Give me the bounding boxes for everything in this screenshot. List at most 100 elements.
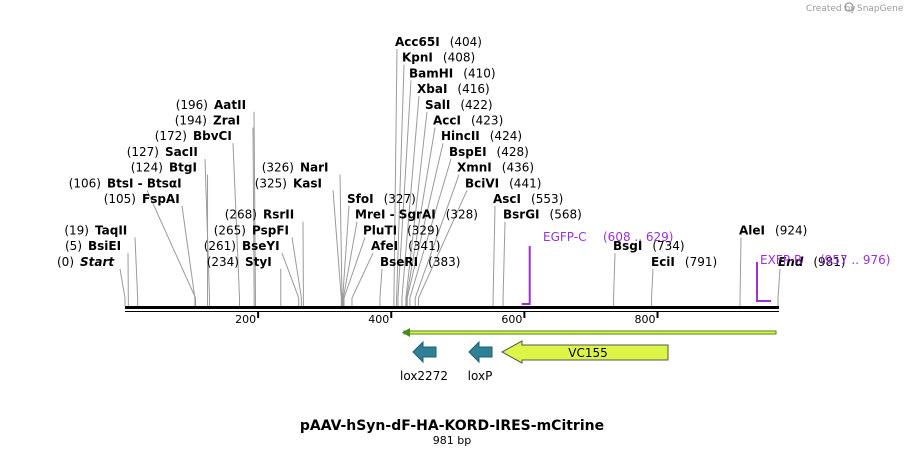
cut-site[interactable]: BseYI(261) — [204, 239, 280, 253]
cut-site-name: AscI — [493, 192, 521, 206]
cut-site[interactable]: Start(0) — [57, 255, 115, 269]
cut-site-position: (127) — [127, 145, 159, 159]
cut-site[interactable]: RsrII(268) — [225, 208, 295, 222]
cut-site[interactable]: MreI - SgrAI(328) — [355, 208, 478, 222]
cut-site[interactable]: HincII(424) — [441, 129, 522, 143]
cut-site-name: SalI — [425, 98, 450, 112]
cut-site-line — [418, 190, 468, 306]
lox2272-feature[interactable]: lox2272 — [400, 340, 448, 383]
cut-site[interactable]: AscI (553) — [493, 192, 563, 206]
primer[interactable]: EXFP-R(957 .. 976) — [756, 253, 890, 302]
cut-site[interactable]: BciVI (441) — [465, 176, 541, 190]
cut-site[interactable]: BbvCI(172) — [155, 129, 232, 143]
cut-site-line — [396, 64, 405, 306]
cut-site[interactable]: End(981) — [778, 255, 846, 269]
cut-site-line — [502, 221, 506, 306]
cut-site-position: (105) — [104, 192, 136, 206]
cut-site-position: (0) — [57, 255, 74, 269]
cut-site[interactable]: XmnI(436) — [457, 161, 534, 175]
cut-site-name: RsrII — [263, 208, 294, 222]
cut-site[interactable]: BsiEI (5) — [65, 239, 121, 253]
cut-site[interactable]: KpnI(408) — [402, 51, 475, 65]
cut-site-position: (172) — [155, 129, 187, 143]
cut-site-position: (924) — [775, 223, 807, 237]
cut-site[interactable]: BsgI(734) — [613, 239, 685, 253]
cut-site[interactable]: BsrGI(568) — [503, 208, 582, 222]
cut-site-line — [351, 252, 374, 306]
cut-site-line — [379, 268, 383, 306]
cut-site-name: BsrGI — [503, 208, 540, 222]
loxp-label: loxP — [468, 369, 493, 383]
axis-tick-label: 200 — [235, 313, 256, 326]
cut-site[interactable]: AfeI(341) — [371, 239, 440, 253]
cut-site-position: (441) — [509, 176, 541, 190]
cut-site-name: AfeI — [371, 239, 398, 253]
cut-site-name: XmnI — [457, 161, 492, 175]
cut-site-position: (265) — [214, 223, 246, 237]
lox2272-label: lox2272 — [400, 369, 448, 383]
cut-site-position: (428) — [497, 145, 529, 159]
sequence-backbone — [125, 306, 779, 309]
cut-site[interactable]: AccI(423) — [433, 114, 503, 128]
cut-site[interactable]: Acc65I(404) — [395, 35, 482, 49]
cut-site[interactable]: SacII (127) — [127, 145, 198, 159]
cut-site[interactable]: PluTI(329) — [363, 223, 439, 237]
cut-site-position: (261) — [204, 239, 236, 253]
vc155-feature[interactable]: VC155 — [500, 340, 669, 364]
primer[interactable]: EGFP-C(608 .. 629) — [521, 230, 674, 305]
cut-site[interactable]: NarI(326) — [262, 161, 329, 175]
cut-site-name: BtgI — [169, 161, 197, 175]
cut-site[interactable]: AleI(924) — [739, 223, 807, 237]
cut-site-lines — [119, 48, 781, 306]
cut-site-name: SacII — [165, 145, 198, 159]
cut-site-line — [406, 127, 436, 306]
cut-site-line — [291, 237, 302, 306]
cut-site[interactable]: TaqII(19) — [64, 223, 127, 237]
cut-site[interactable]: BtgI (124) — [131, 161, 197, 175]
cut-site[interactable]: PspFI(265) — [214, 223, 289, 237]
cut-site-position: (5) — [65, 239, 82, 253]
cut-site[interactable]: SfoI(327) — [347, 192, 416, 206]
cut-site[interactable]: FspAI(105) — [104, 192, 180, 206]
cut-site-name: BsiEI — [88, 239, 121, 253]
cut-site-line — [181, 205, 196, 306]
loxp-feature[interactable]: loxP — [468, 340, 493, 383]
credit-text: Created by — [806, 4, 856, 14]
cut-site-line — [405, 111, 428, 306]
vc155-label: VC155 — [568, 346, 608, 360]
cut-site-name: BamHI — [409, 66, 453, 80]
cut-site[interactable]: ZraI(194) — [175, 114, 240, 128]
cut-site-name: AccI — [433, 114, 461, 128]
cut-site-name: BspEI — [449, 145, 487, 159]
cut-site-line — [342, 205, 350, 306]
cut-site-position: (194) — [175, 114, 207, 128]
cut-site-name: BsgI — [613, 239, 642, 253]
cut-site-position: (124) — [131, 161, 163, 175]
cut-site[interactable]: BtsI - BtsαI(106) — [69, 176, 182, 190]
cut-site-position: (404) — [450, 35, 482, 49]
cut-site[interactable]: XbaI(416) — [417, 82, 490, 96]
cut-site-line — [397, 80, 412, 306]
primer-bracket — [756, 262, 772, 302]
cut-site-name: AatII — [214, 98, 246, 112]
cut-site[interactable]: BseRI(383) — [380, 255, 460, 269]
cut-site-line — [339, 174, 343, 306]
cut-site-position: (553) — [531, 192, 563, 206]
cut-site-name: BciVI — [465, 176, 499, 190]
cut-site-line — [342, 221, 358, 306]
cut-site[interactable]: AatII (196) — [176, 98, 246, 112]
cut-site-position: (196) — [176, 98, 208, 112]
cut-site-position: (408) — [443, 51, 475, 65]
cut-site[interactable]: KasI(325) — [255, 176, 322, 190]
cut-site[interactable]: BamHI(410) — [409, 66, 496, 80]
cut-site-line — [401, 96, 420, 306]
cut-site[interactable]: SalI(422) — [425, 98, 493, 112]
cut-site-name: EciI — [651, 255, 675, 269]
plasmid-length: 981 bp — [433, 434, 471, 447]
cut-site[interactable]: EciI(791) — [651, 255, 717, 269]
cut-site[interactable]: BspEI (428) — [449, 145, 529, 159]
cut-site[interactable]: StyI(234) — [207, 255, 272, 269]
cut-site-position: (106) — [69, 176, 101, 190]
cut-site-line — [146, 190, 197, 306]
